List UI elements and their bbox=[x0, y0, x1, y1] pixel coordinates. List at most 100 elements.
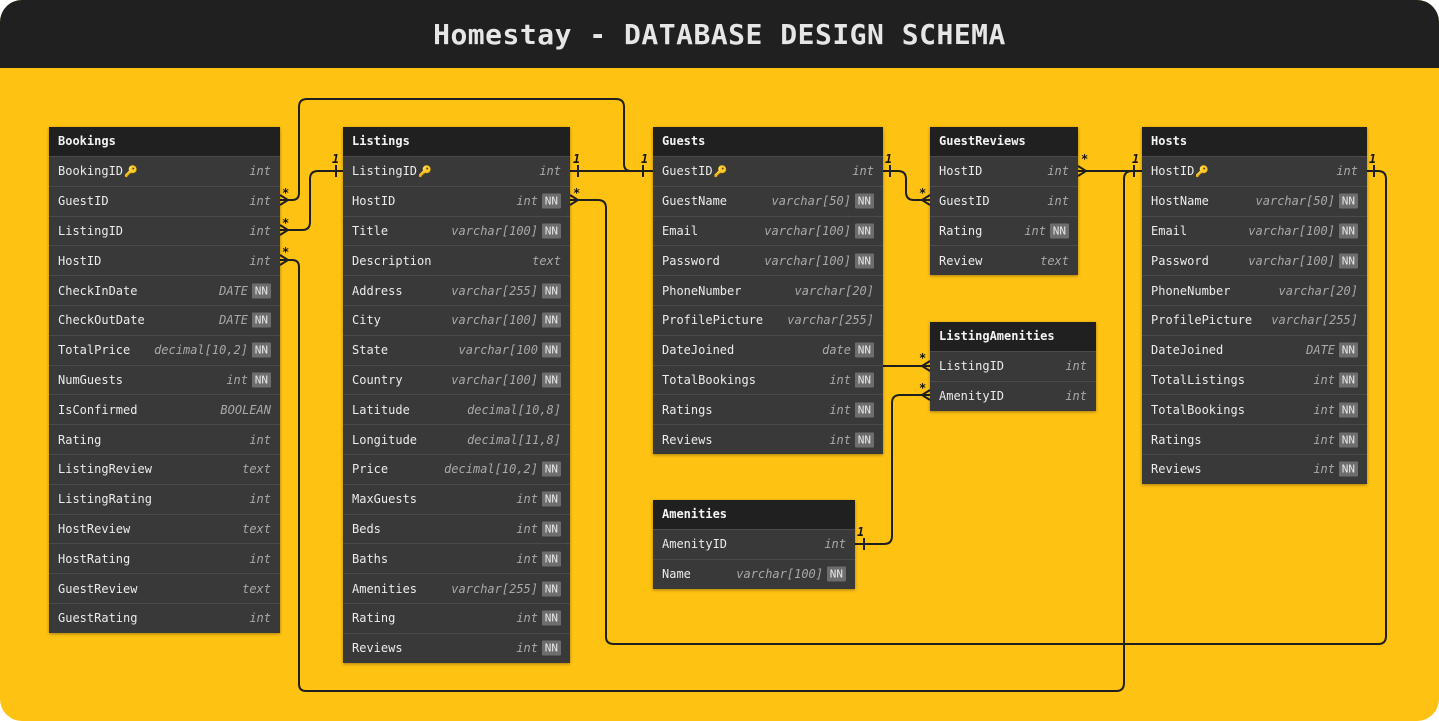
field-name: HostRating bbox=[58, 552, 130, 566]
not-null-badge: NN bbox=[1338, 402, 1358, 418]
not-null-badge: NN bbox=[541, 283, 561, 299]
field-type: DATE bbox=[1306, 343, 1335, 358]
field-name-text: Reviews bbox=[352, 641, 403, 656]
field-name: Country bbox=[352, 373, 403, 387]
not-null-badge: NN bbox=[541, 372, 561, 388]
field-row[interactable]: BookingID🔑int bbox=[49, 156, 280, 186]
field-type: int bbox=[516, 551, 538, 566]
field-row[interactable]: ListingID🔑int bbox=[343, 156, 570, 186]
field-name-text: GuestReview bbox=[58, 581, 138, 596]
field-row[interactable]: GuestID🔑int bbox=[653, 156, 883, 186]
field-name-text: PhoneNumber bbox=[662, 283, 742, 298]
field-name-text: Name bbox=[662, 567, 691, 582]
field-type: int bbox=[516, 641, 538, 656]
not-null-badge: NN bbox=[826, 566, 846, 582]
field-name: Price bbox=[352, 462, 388, 476]
field-name: Password bbox=[662, 254, 720, 268]
field-name: ProfilePicture bbox=[662, 313, 763, 327]
field-name-text: Amenities bbox=[352, 581, 418, 596]
field-name-text: CheckOutDate bbox=[58, 313, 145, 328]
field-type: int bbox=[516, 521, 538, 536]
field-type: int bbox=[1065, 389, 1087, 404]
diagram-title: Homestay - DATABASE DESIGN SCHEMA bbox=[433, 17, 1006, 51]
field-type: decimal[11,8] bbox=[467, 432, 561, 447]
field-row[interactable]: HostID🔑int bbox=[1142, 156, 1367, 186]
field-name: MaxGuests bbox=[352, 492, 417, 506]
field-name: Review bbox=[939, 254, 982, 268]
field-type: varchar[100] bbox=[1248, 253, 1335, 268]
rel-line-listingamenities-amenities bbox=[854, 394, 931, 545]
field-name: PhoneNumber bbox=[662, 284, 741, 298]
field-type: text bbox=[532, 253, 561, 268]
cardinality-many-label: * bbox=[282, 186, 290, 200]
field-type: BOOLEAN bbox=[220, 402, 271, 417]
